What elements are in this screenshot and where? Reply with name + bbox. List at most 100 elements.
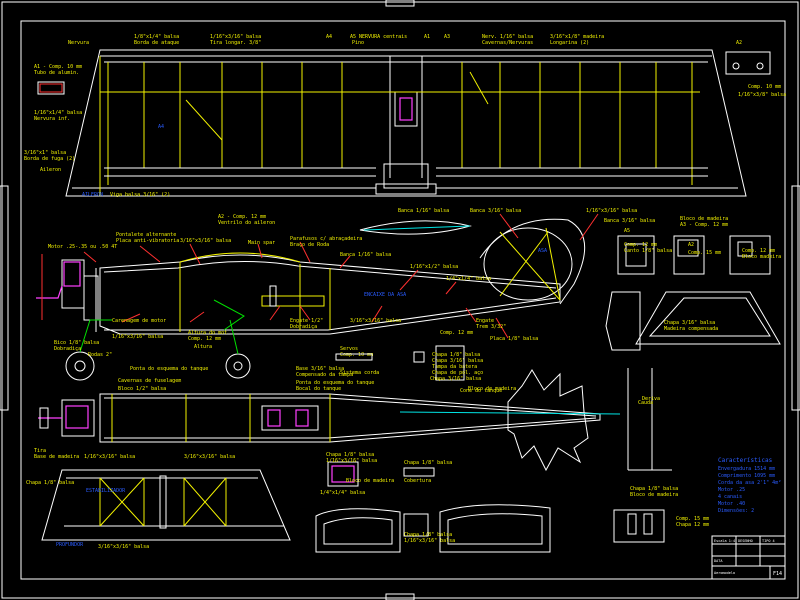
fus-b24: Bico 1/8" balsa	[54, 340, 99, 346]
stabilizer-labels: ESTABILIZADOR PROFUNDOR 3/16"x3/16" bals…	[26, 480, 149, 550]
fus-b4: Carenagem de motor	[112, 318, 166, 324]
fus-d4: Tampa da batera	[432, 364, 477, 370]
wing-label-tl6: A4	[326, 34, 332, 40]
fus-g2: 3/16"x3/16" balsa	[184, 454, 235, 460]
fus-b20: Placa 1/8" balsa	[490, 336, 538, 342]
fus-b3: Placa anti-vibratoria	[116, 238, 179, 244]
part-e3: Bloco de madeira	[346, 478, 394, 484]
wing-label-bottom: Viga balsa 3/16" (2)	[110, 192, 170, 198]
fus-b14: Trem 3/32"	[476, 324, 506, 330]
part-e14: Madeira compensada	[664, 326, 718, 332]
tb-c1: Escala 1:4	[714, 539, 735, 543]
spec-l1: Envergadura 1514 mm	[718, 466, 775, 472]
part-e11: Chapa 1/8" balsa	[432, 352, 480, 358]
fus-b7: Parafusos c/ abraçadeira	[290, 236, 362, 242]
fus-b19: Comp. 12 mm	[440, 330, 473, 336]
fus-b18: Dobradiça	[290, 324, 317, 330]
wing-label-left4: Nervura inf.	[34, 116, 70, 122]
wing-label-tl2: 1/8"x1/4" balsa	[134, 34, 179, 40]
tb-c3: TIPO 4	[762, 539, 775, 543]
stab-blue3: ESTABILIZADOR	[86, 488, 126, 494]
stab-g6: 3/16"x3/16" balsa	[98, 544, 149, 550]
part-d6: Comp. 12 mm	[624, 242, 657, 248]
wing-label-tl12: Cavernas/Nervuras	[482, 40, 533, 46]
part-e10: Bloco madeira	[742, 254, 781, 260]
fuselage-side-view	[36, 218, 586, 381]
tb-c5: Aeromodelo	[714, 571, 735, 575]
part-e13: Chapa 3/16" balsa	[664, 320, 715, 326]
title-block: Escala 1:4 DESENHO TIPO 4 DATA Aeromodel…	[711, 535, 786, 580]
part-d11: A3 - Comp. 12 mm	[680, 222, 728, 228]
fus-b8: Braço de Roda	[290, 242, 329, 248]
part-h1: Chapa 1/8" balsa	[630, 486, 678, 492]
part-d10: Bloco de madeira	[680, 216, 728, 222]
part-h12: Comp. 15 mm	[676, 516, 709, 522]
stab-blue4: PROFUNDOR	[56, 542, 84, 548]
fus-a1: A2 - Comp. 12 mm	[218, 214, 266, 220]
fus-c4: Bocal do tanque	[296, 386, 341, 392]
part-e2: 1/16"x3/16" balsa	[326, 458, 377, 464]
stabilizer	[41, 469, 291, 541]
fus-b26: Servos	[340, 346, 358, 352]
part-k1: Chapa 3/16" balsa	[430, 376, 481, 382]
part-h2: Bloco de madeira	[630, 492, 678, 498]
part-e7: Chapa 1/8" balsa	[404, 532, 452, 538]
wing-labels: Nervura 1/8"x1/4" balsa Borda de ataque …	[24, 34, 786, 198]
wing-label-right2: Comp. 10 mm	[748, 84, 781, 90]
wing-label-left7: Aileron	[40, 167, 61, 173]
fus-b28: Ponta do esquema do tanque	[130, 366, 208, 372]
part-e4: 1/4"x1/4" balsa	[320, 490, 365, 496]
wing-label-left2: Tubo de alumin.	[34, 70, 79, 76]
part-e12: Chapa de pol. aço	[432, 370, 483, 376]
fus-d2: Comp. 10 mm	[340, 352, 373, 358]
fus-f2: Bloco 1/2" balsa	[118, 386, 166, 392]
wing-label-tl8: Pino	[352, 40, 364, 46]
wing-label-right1: A2	[736, 40, 742, 46]
fus-b5: 3/16"x3/16" balsa	[180, 238, 231, 244]
spec-l4: Motor .25	[718, 487, 745, 493]
fus-a2: Ventrilo do aileron	[218, 220, 275, 226]
wing-label-tl1: Nervura	[68, 40, 89, 46]
fus-f3: Cauda	[638, 400, 653, 406]
fus-b11: 1/16"x1/2" balsa	[410, 264, 458, 270]
fus-c1: Base 3/16" balsa	[296, 366, 344, 372]
fus-b16: 3/16"x3/16" balsa	[350, 318, 401, 324]
fus-a4: Banca 3/16" balsa	[470, 208, 521, 214]
fus-a3: Banca 1/16" balsa	[398, 208, 449, 214]
spec-l7: Dimensões: 2	[718, 508, 754, 514]
spec-title: Características	[718, 457, 773, 464]
part-e8: Comp. 12 mm	[742, 248, 775, 254]
fus-c6: Cone do tanque	[460, 388, 502, 394]
part-h9: Deriva	[642, 396, 660, 402]
parts-labels: A5 Comp. 12 mm Canto 1/8" balsa A2 Comp.…	[320, 216, 781, 544]
fus-b13: Engate	[476, 318, 494, 324]
wing-label-tl7: A5 NERVURA centrais	[350, 34, 407, 40]
wing-label-tl9: A1	[424, 34, 430, 40]
fus-b10: 1/16"x3/16" balsa	[112, 334, 163, 340]
fus-g1: 1/16"x3/16" balsa	[84, 454, 135, 460]
tb-sheet: F14	[773, 571, 782, 577]
fus-b27: Rodas 2"	[88, 352, 112, 358]
fus-f1: Cavernas de fuselagem	[118, 378, 181, 384]
spec-l2: Comprimento 1095 mm	[718, 473, 775, 479]
fus-a5: 1/16"x3/16" balsa	[586, 208, 637, 214]
fus-b17: Engate 1/2"	[290, 318, 323, 324]
fus-b1: Motor .25-.35 ou .50 4T	[48, 244, 117, 250]
part-d7: Comp. 15 mm	[688, 250, 721, 256]
part-e5: Chapa 1/8" balsa	[404, 460, 452, 466]
part-h13: Chapa 12 mm	[676, 522, 709, 528]
fus-b6: Main spar	[248, 240, 275, 246]
wing-plan-view	[37, 49, 771, 197]
part-d5: A5	[624, 228, 630, 234]
part-d9: Canto 1/8" balsa	[624, 248, 672, 254]
fus-b25: Dobradiça	[54, 346, 81, 352]
part-e15: Bloco de madeira	[468, 386, 516, 392]
fuselage-leaders	[83, 213, 599, 339]
specifications: Características Envergadura 1514 mm Comp…	[718, 457, 781, 514]
wing-label-tl5: Tira longar. 3/8"	[210, 40, 261, 46]
wing-label-left6: Borda de fuga (2)	[24, 156, 75, 162]
tb-c2: DESENHO	[738, 539, 753, 543]
fus-b2: Pontalete alternante	[116, 232, 176, 238]
